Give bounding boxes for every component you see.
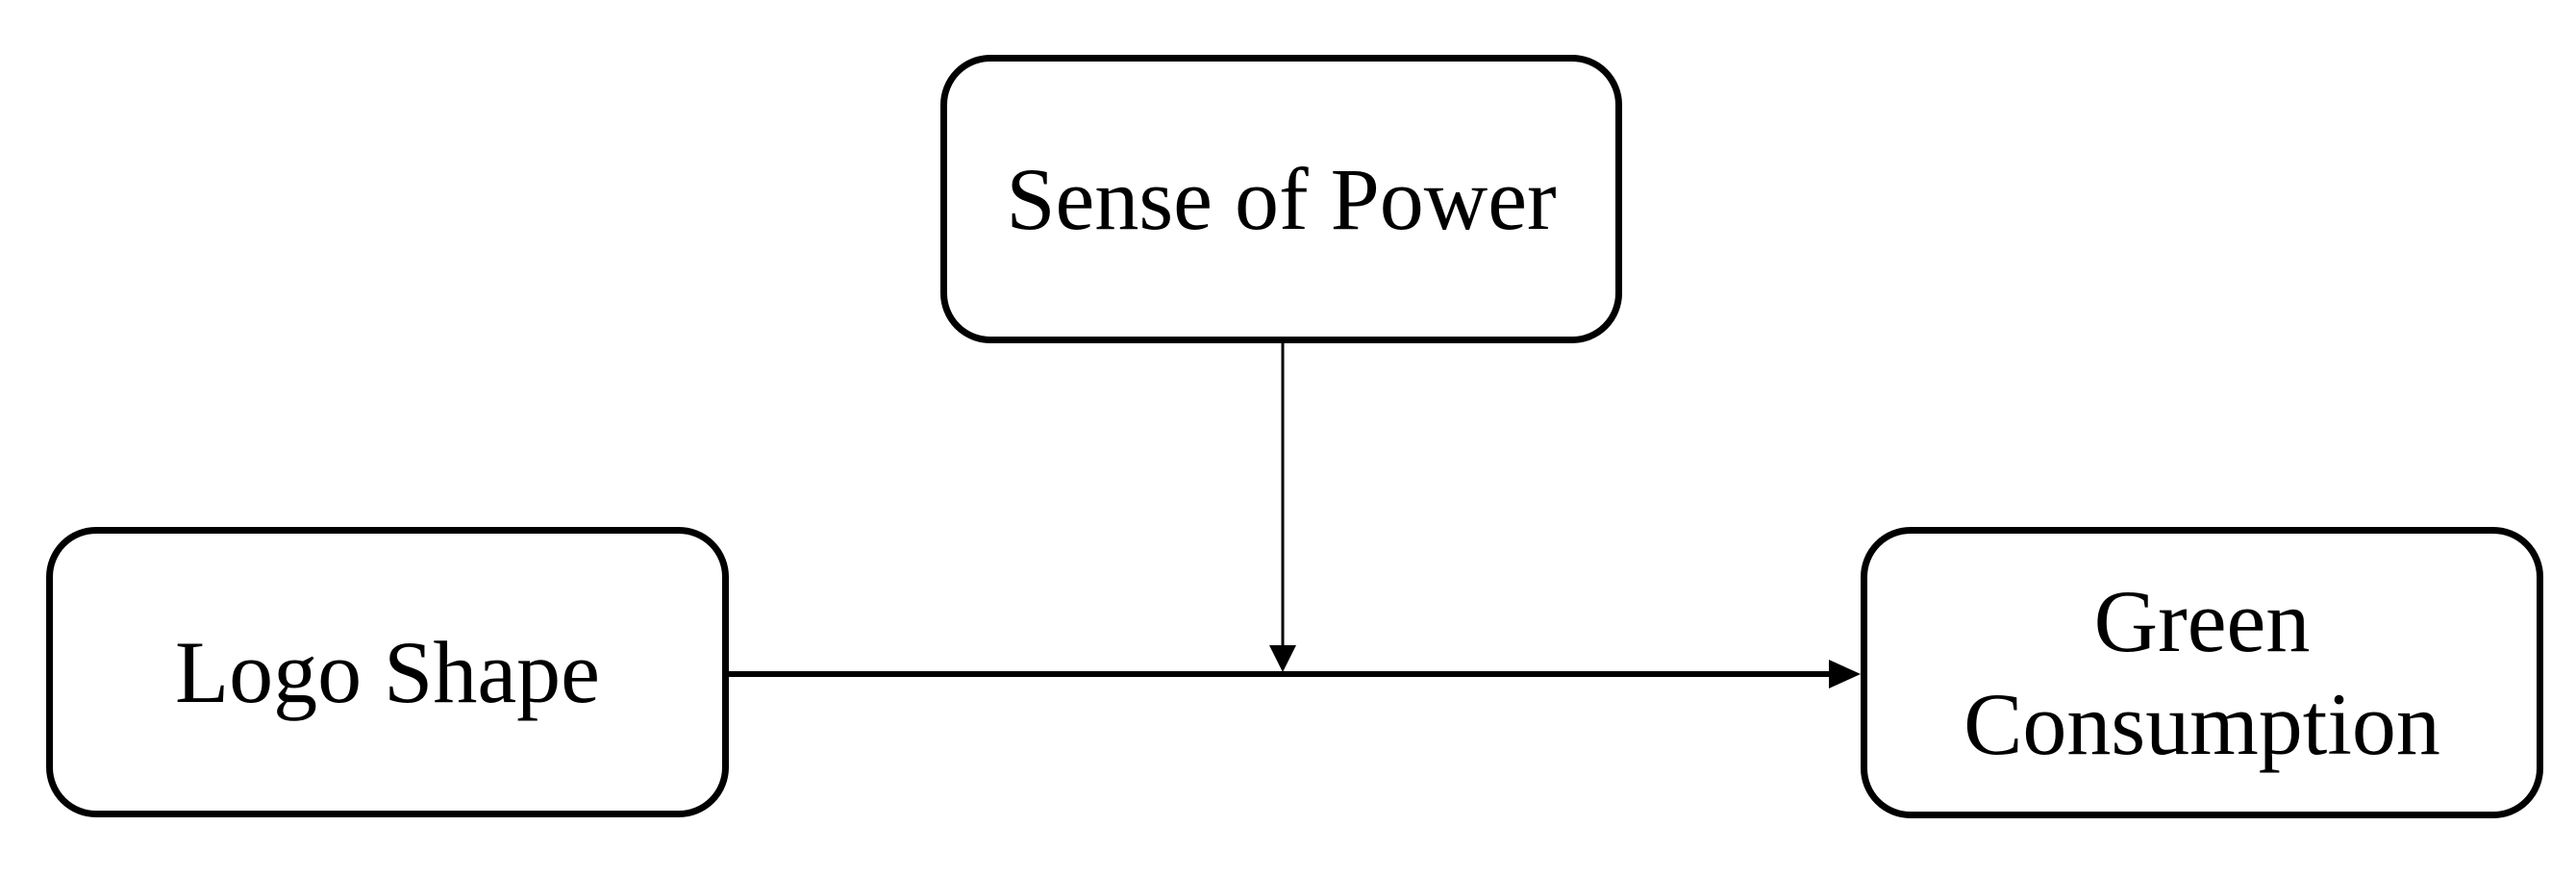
node-green-consumption-label: Green Consumption — [1963, 571, 2440, 773]
arrow-logo-to-green — [727, 660, 1861, 688]
node-sense-of-power: Sense of Power — [940, 55, 1622, 343]
node-sense-of-power-label: Sense of Power — [1006, 149, 1557, 248]
arrowhead-right-icon — [1829, 660, 1861, 688]
arrowhead-down-icon — [1269, 645, 1296, 672]
node-green-consumption: Green Consumption — [1861, 527, 2543, 818]
node-logo-shape: Logo Shape — [46, 527, 729, 817]
node-logo-shape-label: Logo Shape — [174, 622, 601, 721]
arrow-power-to-path — [1269, 341, 1296, 672]
